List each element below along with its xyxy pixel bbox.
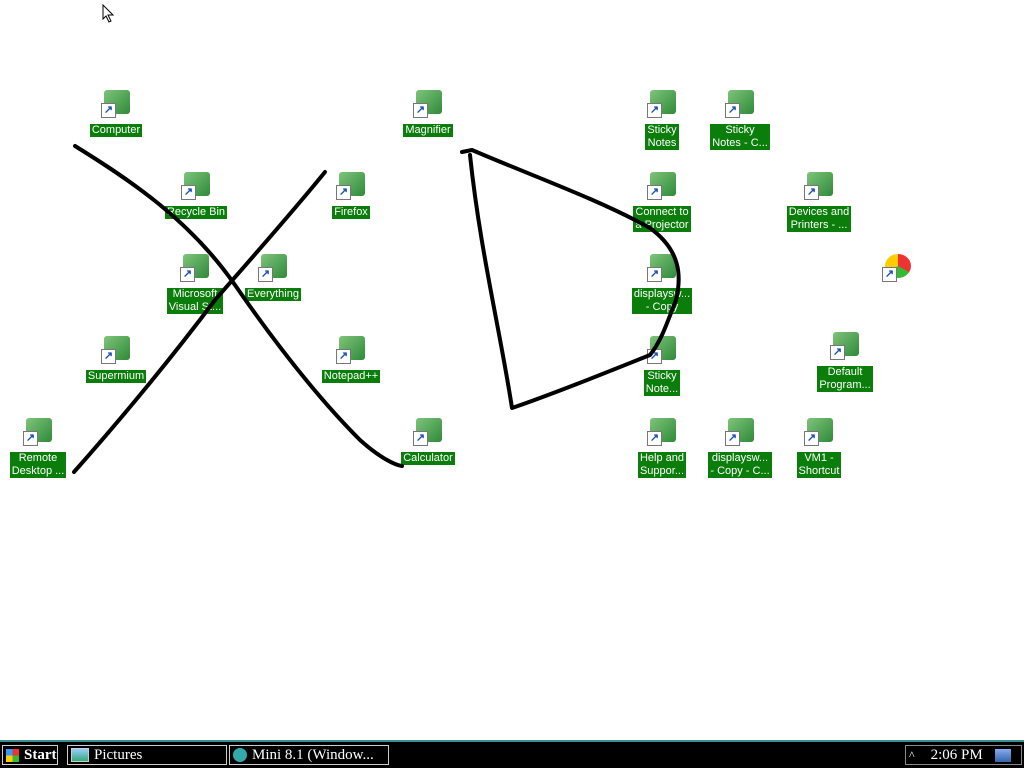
desktop-icon-label: Connect to a Projector xyxy=(633,206,691,232)
desktop-icon[interactable]: ↗ Notepad++ xyxy=(311,336,391,383)
desktop-icon[interactable]: ↗ Calculator xyxy=(388,418,468,465)
desktop-icon-label: displaysw... - Copy - C... xyxy=(708,452,772,478)
desktop-icon-label: Devices and Printers - ... xyxy=(786,206,852,232)
desktop-icon[interactable]: ↗ Devices and Printers - ... xyxy=(779,172,859,232)
desktop-icon-label: Recycle Bin xyxy=(164,206,228,219)
desktop-icon[interactable]: ↗ VM1 - Shortcut xyxy=(779,418,859,478)
browser-icon: ↗ xyxy=(882,254,912,282)
shortcut-icon: ↗ xyxy=(101,90,131,118)
desktop-icon[interactable]: ↗ Remote Desktop ... xyxy=(0,418,78,478)
shortcut-icon: ↗ xyxy=(336,336,366,364)
app-icon xyxy=(233,748,247,762)
desktop-icon-label: Sticky Notes - C... xyxy=(710,124,770,150)
clock[interactable]: 2:06 PM xyxy=(930,747,983,763)
desktop-icon[interactable]: ↗ Default Program... xyxy=(805,332,885,392)
desktop-icon[interactable]: ↗ Sticky Note... xyxy=(622,336,702,396)
shortcut-icon: ↗ xyxy=(180,254,210,282)
shortcut-icon: ↗ xyxy=(101,336,131,364)
shortcut-icon: ↗ xyxy=(413,90,443,118)
shortcut-icon: ↗ xyxy=(181,172,211,200)
desktop-icon[interactable]: ↗ displaysw... - Copy xyxy=(622,254,702,314)
desktop-icon-label: Magnifier xyxy=(403,124,453,137)
windows-logo-icon xyxy=(6,748,19,762)
shortcut-icon: ↗ xyxy=(804,172,834,200)
shortcut-icon: ↗ xyxy=(23,418,53,446)
shortcut-icon: ↗ xyxy=(647,336,677,364)
mouse-cursor-icon xyxy=(102,4,115,23)
desktop-icon-label: Sticky Note... xyxy=(643,370,681,396)
desktop-icon[interactable]: ↗ Magnifier xyxy=(388,90,468,137)
taskbar-button-label: Mini 8.1 (Window... xyxy=(252,747,374,763)
shortcut-icon: ↗ xyxy=(725,90,755,118)
desktop: ↗ Computer ↗ Recycle Bin ↗ Microsoft Visual S… xyxy=(0,90,937,478)
desktop-icon-label: Sticky Notes xyxy=(645,124,679,150)
shortcut-icon: ↗ xyxy=(647,418,677,446)
desktop-icon-label: Notepad++ xyxy=(321,370,381,383)
desktop-icon-label: Help and Suppor... xyxy=(637,452,687,478)
desktop-icon-label: VM1 - Shortcut xyxy=(796,452,842,478)
shortcut-icon: ↗ xyxy=(647,254,677,282)
shortcut-icon: ↗ xyxy=(258,254,288,282)
desktop-icon-label: Microsoft Visual St... xyxy=(166,288,224,314)
desktop-icon-label: Computer xyxy=(89,124,143,137)
desktop-icon-label: Supermium xyxy=(85,370,147,383)
shortcut-icon: ↗ xyxy=(804,418,834,446)
desktop-icon[interactable]: ↗ displaysw... - Copy - C... xyxy=(700,418,780,478)
tray-expand-button[interactable]: ^ xyxy=(909,748,915,762)
browser-shortcut-icon[interactable]: ↗ xyxy=(857,254,937,288)
shortcut-icon: ↗ xyxy=(830,332,860,360)
desktop-icon[interactable]: ↗ Computer xyxy=(76,90,156,137)
start-label: Start xyxy=(24,747,57,763)
desktop-icon[interactable]: ↗ Sticky Notes - C... xyxy=(700,90,780,150)
shortcut-icon: ↗ xyxy=(647,172,677,200)
taskbar-button-label: Pictures xyxy=(94,747,143,763)
desktop-icon-label: Calculator xyxy=(401,452,455,465)
desktop-icon[interactable]: ↗ Microsoft Visual St... xyxy=(155,254,235,314)
show-desktop-icon[interactable] xyxy=(994,748,1011,762)
desktop-icon[interactable]: ↗ Sticky Notes xyxy=(622,90,702,150)
desktop-icon-label: Everything xyxy=(245,288,301,301)
desktop-icon-label: Remote Desktop ... xyxy=(9,452,67,478)
taskbar-button-pictures[interactable]: Pictures xyxy=(67,745,227,765)
taskbar-button-mini[interactable]: Mini 8.1 (Window... xyxy=(229,745,389,765)
desktop-icon[interactable]: ↗ Firefox xyxy=(311,172,391,219)
desktop-icon[interactable]: ↗ Recycle Bin xyxy=(156,172,236,219)
desktop-icon[interactable]: ↗ Help and Suppor... xyxy=(622,418,702,478)
pictures-icon xyxy=(71,748,89,762)
shortcut-icon: ↗ xyxy=(413,418,443,446)
taskbar: Start Pictures Mini 8.1 (Window... ^ 2:0… xyxy=(0,740,1024,768)
start-button[interactable]: Start xyxy=(2,745,58,765)
desktop-icon[interactable]: ↗ Connect to a Projector xyxy=(622,172,702,232)
desktop-icon-label: Default Program... xyxy=(817,366,873,392)
notification-area: ^ 2:06 PM xyxy=(905,745,1022,765)
desktop-icon-label: displaysw... - Copy xyxy=(631,288,693,314)
shortcut-icon: ↗ xyxy=(647,90,677,118)
desktop-icon[interactable]: ↗ Everything xyxy=(233,254,313,301)
desktop-icon-label: Firefox xyxy=(332,206,370,219)
shortcut-icon: ↗ xyxy=(336,172,366,200)
desktop-icon[interactable]: ↗ Supermium xyxy=(76,336,156,383)
shortcut-icon: ↗ xyxy=(725,418,755,446)
